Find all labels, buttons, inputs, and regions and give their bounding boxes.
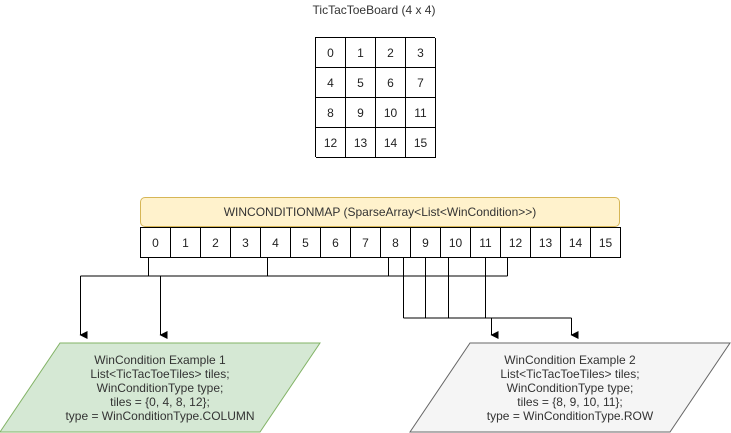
map-index-cell: 2 bbox=[201, 228, 231, 258]
board-title: TicTacToeBoard (4 x 4) bbox=[312, 3, 436, 17]
map-index-cell: 3 bbox=[231, 228, 261, 258]
board-cell: 6 bbox=[376, 68, 406, 98]
map-index-cell: 14 bbox=[561, 228, 591, 258]
map-index-cell: 11 bbox=[471, 228, 501, 258]
board-cell: 1 bbox=[346, 38, 376, 68]
connectors-example-2 bbox=[403, 258, 579, 339]
board-cell: 14 bbox=[376, 128, 406, 158]
win-condition-line: List<TicTacToeTiles> tiles; bbox=[90, 367, 230, 381]
board-cell: 11 bbox=[406, 98, 436, 128]
board-cell: 0 bbox=[316, 38, 346, 68]
tictactoe-board: 0 1 2 3 4 5 6 7 8 9 10 11 12 13 14 15 bbox=[315, 37, 436, 158]
map-index-cell: 10 bbox=[441, 228, 471, 258]
map-index-cell: 4 bbox=[261, 228, 291, 258]
win-condition-line: WinConditionType type; bbox=[96, 381, 224, 395]
board-cell: 12 bbox=[316, 128, 346, 158]
win-condition-line: WinConditionType type; bbox=[506, 381, 634, 395]
win-condition-example-2-shape bbox=[409, 342, 731, 433]
win-condition-line: tiles = {0, 4, 8, 12}; bbox=[110, 395, 210, 409]
board-cell: 5 bbox=[346, 68, 376, 98]
board-cell: 9 bbox=[346, 98, 376, 128]
board-cell: 2 bbox=[376, 38, 406, 68]
win-condition-line: WinCondition Example 2 bbox=[504, 353, 636, 367]
map-index-cell: 0 bbox=[141, 228, 171, 258]
win-condition-example-1-text: WinCondition Example 1 List<TicTacToeTil… bbox=[40, 353, 280, 423]
board-cell: 4 bbox=[316, 68, 346, 98]
board-cell: 7 bbox=[406, 68, 436, 98]
board-cell: 15 bbox=[406, 128, 436, 158]
map-index-cell: 6 bbox=[321, 228, 351, 258]
map-index-cell: 7 bbox=[351, 228, 381, 258]
map-index-cell: 13 bbox=[531, 228, 561, 258]
win-condition-example-2-text: WinCondition Example 2 List<TicTacToeTil… bbox=[450, 353, 690, 423]
win-condition-map-header: WINCONDITIONMAP (SparseArray<List<WinCon… bbox=[140, 197, 620, 227]
win-condition-map-indices: 0 1 2 3 4 5 6 7 8 9 10 11 12 13 14 15 bbox=[140, 227, 621, 258]
win-condition-line: WinCondition Example 1 bbox=[94, 353, 226, 367]
map-index-cell: 1 bbox=[171, 228, 201, 258]
board-cell: 3 bbox=[406, 38, 436, 68]
board-cell: 10 bbox=[376, 98, 406, 128]
map-index-cell: 9 bbox=[411, 228, 441, 258]
map-index-cell: 5 bbox=[291, 228, 321, 258]
win-condition-line: List<TicTacToeTiles> tiles; bbox=[500, 367, 640, 381]
map-index-cell: 15 bbox=[591, 228, 621, 258]
win-condition-example-1-shape bbox=[0, 342, 321, 433]
map-index-cell: 8 bbox=[381, 228, 411, 258]
connectors-example-1 bbox=[79, 258, 508, 339]
map-index-cell: 12 bbox=[501, 228, 531, 258]
board-cell: 8 bbox=[316, 98, 346, 128]
win-condition-line: type = WinConditionType.ROW bbox=[486, 409, 654, 423]
win-condition-line: tiles = {8, 9, 10, 11}; bbox=[517, 395, 623, 409]
board-cell: 13 bbox=[346, 128, 376, 158]
win-condition-line: type = WinConditionType.COLUMN bbox=[65, 409, 255, 423]
